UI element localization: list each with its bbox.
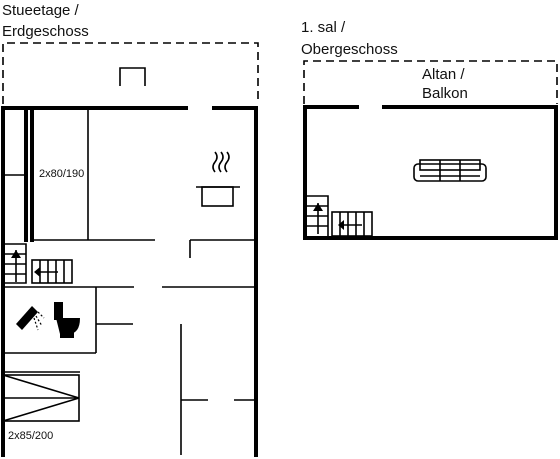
- ground-floor-roof-outline: [2, 42, 259, 104]
- upper-stairs-icon: [305, 195, 373, 237]
- bed-label-lower: 2x85/200: [8, 430, 53, 442]
- toilet-icon: [54, 302, 80, 338]
- cooking-pot-icon: [196, 151, 240, 207]
- upper-floor-walls: [303, 105, 558, 240]
- balcony-label-1: Altan /: [422, 66, 465, 83]
- ground-floor-interior-walls: [3, 108, 256, 455]
- ground-floor-walls: [1, 106, 258, 457]
- balcony-label-2: Balkon: [422, 85, 468, 102]
- upper-floor-balcony-outline: [303, 60, 558, 104]
- upper-floor-label-1: 1. sal /: [301, 19, 346, 36]
- ground-floor-label-2: Erdgeschoss: [2, 23, 89, 40]
- sofa-icon: [413, 159, 487, 182]
- shower-icon: [16, 306, 45, 331]
- ground-floor-label-1: Stueetage /: [2, 2, 80, 19]
- upper-floor-label-2: Obergeschoss: [301, 41, 398, 58]
- stairs-icon: [3, 243, 73, 284]
- bed-lower: [2, 374, 80, 422]
- bed-label-upper: 2x80/190: [39, 168, 84, 180]
